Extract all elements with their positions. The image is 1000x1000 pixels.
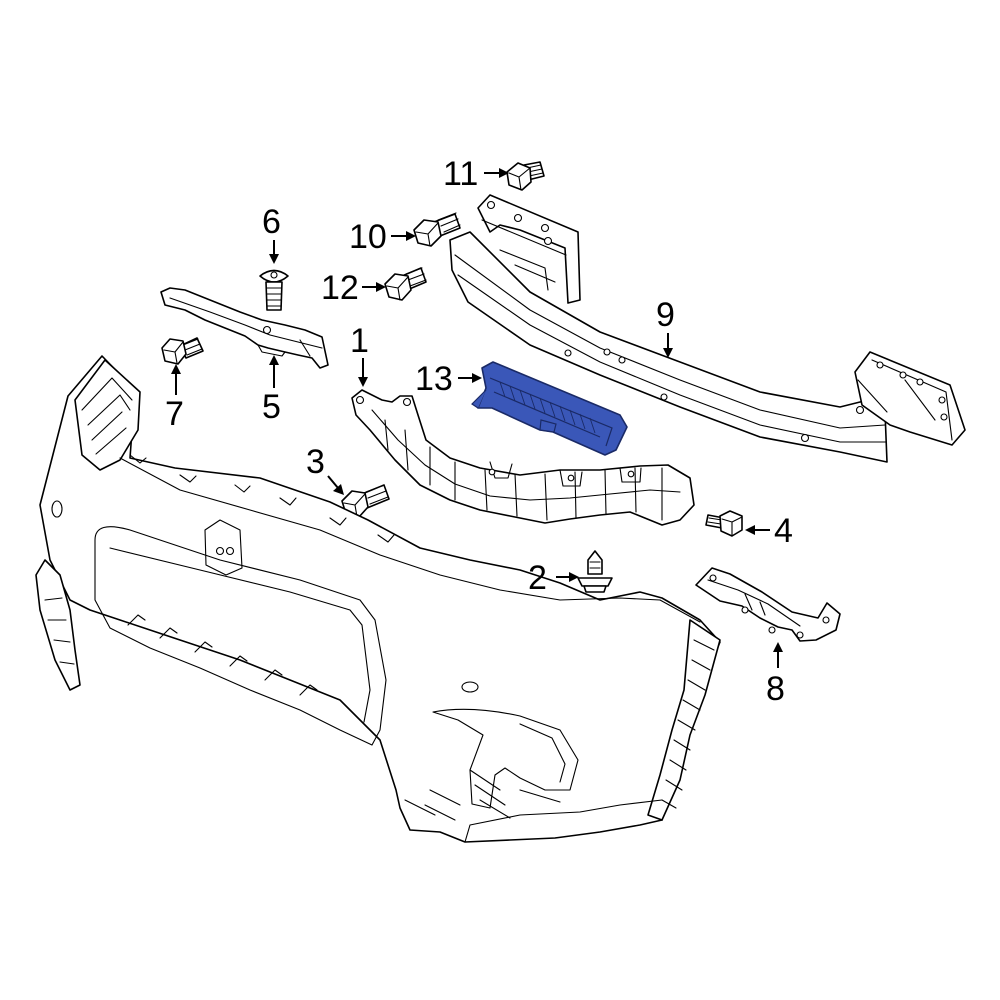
callout-2: 2 [528, 559, 547, 597]
part-8-lower-bracket[interactable] [695, 567, 841, 642]
callout-labels: 11 10 12 6 5 7 1 13 9 3 4 2 8 [165, 155, 793, 708]
callout-13: 13 [415, 360, 453, 398]
callout-7: 7 [165, 395, 184, 433]
callout-4: 4 [774, 512, 793, 550]
callout-8: 8 [766, 670, 785, 708]
callout-11: 11 [443, 155, 478, 193]
leader-lines [171, 168, 783, 668]
part-4-bolt[interactable] [705, 510, 743, 537]
part-9-reinforcement-beam[interactable] [449, 194, 966, 463]
part-2-clip[interactable] [577, 550, 613, 593]
part-11-bolt[interactable] [506, 161, 545, 191]
callout-1: 1 [350, 322, 369, 360]
part-10-bolt[interactable] [413, 212, 461, 247]
part-7-bolt[interactable] [161, 337, 204, 365]
part-13-highlighted-bracket[interactable] [471, 361, 628, 456]
callout-5: 5 [262, 388, 281, 426]
part-6-screw[interactable] [259, 269, 289, 311]
part-1-energy-absorber[interactable] [351, 389, 695, 526]
callout-12: 12 [321, 269, 359, 307]
part-5-upper-bracket[interactable] [160, 287, 329, 369]
callout-6: 6 [262, 203, 281, 241]
bumper-cover[interactable] [35, 355, 721, 843]
part-12-bolt[interactable] [384, 267, 427, 301]
callout-3: 3 [306, 443, 325, 481]
callout-10: 10 [349, 218, 387, 256]
callout-9: 9 [656, 296, 675, 334]
